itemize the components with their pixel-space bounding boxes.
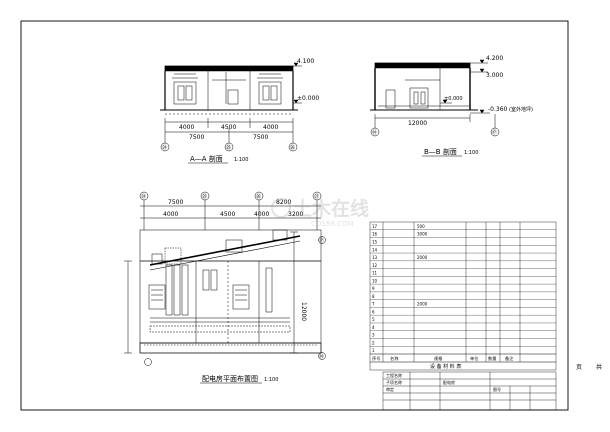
title-block-labels: 工程名称 子项名称 配电房 审定 图号 xyxy=(386,372,501,392)
drawing-frame xyxy=(20,20,569,411)
bb-title: B—B 剖面 xyxy=(424,147,457,156)
plan-axis-2: ㉕ xyxy=(202,193,207,200)
table-header-name: 名称 xyxy=(390,355,398,362)
table-cell: 2 xyxy=(372,340,375,345)
aa-elev-floor: ±0.000 xyxy=(297,95,319,102)
aa-dim-2: 4500 xyxy=(221,124,236,131)
table-cell: 13 xyxy=(372,255,378,260)
table-cell: 9 xyxy=(372,286,375,291)
plan-scale: 1:100 xyxy=(264,377,278,383)
table-cell: 15 xyxy=(372,239,378,244)
table-header-note: 备注 xyxy=(505,355,514,362)
watermark-line1: 土木在线 xyxy=(293,197,369,220)
watermark: 土木在线 CO188.COM xyxy=(271,197,369,228)
plan-axis-3: ㉖ xyxy=(256,193,261,200)
title-block-item-label: 子项名称 xyxy=(386,379,402,385)
aa-dim-1: 4000 xyxy=(179,124,194,131)
plan-sub-dim-4: 3200 xyxy=(288,211,303,218)
title-block-drawing-no-label: 图号 xyxy=(493,386,501,392)
aa-axis-2: ㉕ xyxy=(226,144,231,151)
bb-scale: 1:100 xyxy=(464,150,478,156)
section-aa-labels: 4000 4500 4000 7500 7500 4.100 ±0.000 ㉔ … xyxy=(162,58,319,163)
table-cell: 2000 xyxy=(417,302,428,307)
aa-dim-3: 4000 xyxy=(263,124,278,131)
plan-side-dim: 12000 xyxy=(300,302,307,321)
plan-view xyxy=(124,191,326,366)
table-cell: 10 xyxy=(372,278,378,283)
table-header-unit: 单位 xyxy=(470,355,478,362)
table-caption: 设 备 材 料 表 xyxy=(430,363,461,370)
table-cell: 1 xyxy=(372,348,375,353)
table-cell: 16 xyxy=(372,232,378,237)
title-block-approval: 审定 xyxy=(386,386,394,392)
title-block xyxy=(382,371,557,411)
plan-title: 配电房平面布置图 xyxy=(202,374,258,383)
bb-elev-2: 3.000 xyxy=(486,72,503,79)
watermark-line2: CO188.COM xyxy=(311,220,353,228)
aa-total-left: 7500 xyxy=(189,134,204,141)
table-cell: 8 xyxy=(372,294,375,299)
bb-elev-4: -0.360 xyxy=(488,106,508,113)
equipment-table-header: 序号 名称 规格 单位 数量 备注 设 备 材 料 表 xyxy=(372,355,514,370)
aa-elev-top: 4.100 xyxy=(297,58,314,65)
title-block-project-label: 工程名称 xyxy=(386,372,402,378)
equipment-table xyxy=(369,221,557,371)
section-aa xyxy=(160,62,302,152)
plan-axis-4: ㉗ xyxy=(314,193,319,200)
bb-axis-1: Ⓝ xyxy=(372,129,377,136)
aa-axis-1: ㉔ xyxy=(162,144,167,151)
aa-scale: 1:100 xyxy=(234,157,248,163)
table-cell: 6 xyxy=(372,309,375,314)
aa-title: A—A 剖面 xyxy=(190,154,223,163)
table-cell: 14 xyxy=(372,247,378,252)
plan-axis-right-bottom: Ⓝ xyxy=(319,353,324,360)
table-cell: 3 xyxy=(372,333,375,338)
side-label-page: 页 xyxy=(576,364,583,371)
bb-dim: 12000 xyxy=(408,120,427,127)
equipment-table-rows: 17 500 16 3000 15 14 13 2000 12 11 10 9 8 7 2000 6 5 4 3 2 1 xyxy=(370,224,556,353)
bb-elev-3: ±0.000 xyxy=(444,96,463,102)
bb-ground-note: (室外地坪) xyxy=(509,106,533,113)
table-cell: 7 xyxy=(372,302,375,307)
plan-sub-dim-2: 4500 xyxy=(220,211,235,218)
plan-sub-dim-1: 4000 xyxy=(163,211,178,218)
plan-sub-dim-3: 4000 xyxy=(254,211,269,218)
table-cell: 2000 xyxy=(417,255,428,260)
table-cell: 17 xyxy=(372,224,378,229)
table-header-qty: 数量 xyxy=(488,355,496,362)
section-bb-labels: 4.200 3.000 ±0.000 -0.360 (室外地坪) 12000 Ⓝ… xyxy=(372,55,533,156)
watermark-logo-icon xyxy=(271,198,291,218)
plan-axis-1: ㉔ xyxy=(141,193,146,200)
table-header-spec: 规格 xyxy=(434,355,443,362)
plan-labels: ㉔ ㉕ ㉖ ㉗ 7500 8200 4000 4500 4000 3200 12… xyxy=(141,193,324,383)
plan-top-dim-2: 8200 xyxy=(276,199,291,206)
plan-axis-right-top: Ⓟ xyxy=(319,237,324,244)
plan-top-dim-1: 7500 xyxy=(168,199,183,206)
aa-axis-3: ㉖ xyxy=(290,144,295,151)
table-cell: 500 xyxy=(417,224,425,229)
table-cell: 12 xyxy=(372,263,378,268)
aa-total-right: 7500 xyxy=(253,134,268,141)
table-header-index: 序号 xyxy=(372,355,380,362)
section-bb xyxy=(370,59,500,137)
table-cell: 11 xyxy=(372,271,378,276)
title-block-item-value: 配电房 xyxy=(443,379,455,385)
table-cell: 3000 xyxy=(417,232,428,237)
side-label-total: 共 xyxy=(596,364,603,371)
bb-axis-2: Ⓟ xyxy=(492,129,497,136)
table-cell: 4 xyxy=(372,325,375,330)
bb-elev-1: 4.200 xyxy=(486,55,503,62)
table-cell: 5 xyxy=(372,317,375,322)
